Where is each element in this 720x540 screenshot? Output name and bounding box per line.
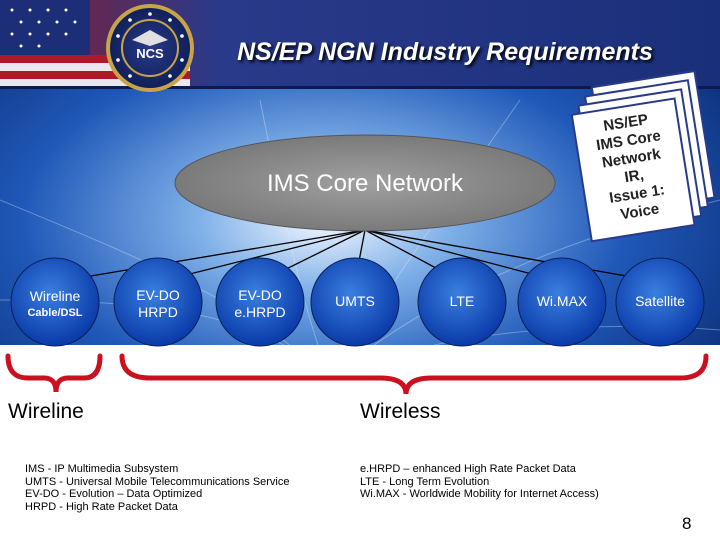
ncs-seal: NCS [106,4,194,92]
node-label-wimax: Wi.MAX [536,293,588,309]
wireless-brace [119,353,709,395]
glossary-item: EV-DO - Evolution – Data Optimized [25,488,203,500]
node-label-line2: HRPD [138,304,178,320]
glossary-item: HRPD - High Rate Packet Data [25,500,178,513]
node-label-line1: EV-DO [238,287,282,303]
document-stack: NS/EP IMS Core Network IR, Issue 1: Voic… [570,69,716,243]
doc-line-6: Voice [619,200,660,223]
node-umts [310,257,400,347]
doc-line-1: NS/EP [602,111,649,135]
node-label-evdo-hrpd: EV-DO HRPD [114,287,202,321]
node-label-line1: EV-DO [136,287,180,303]
node-label-satellite: Satellite [635,293,685,309]
ims-core-label: IMS Core Network [266,170,464,197]
node-evdo-hrpd [113,257,203,347]
node-label-evdo-ehrpd: EV-DO e.HRPD [216,287,304,321]
node-label-line1: Wireline [29,288,81,304]
node-label-lte: LTE [449,293,475,309]
node-label-umts: UMTS [335,293,375,309]
wireline-brace [5,353,103,393]
glossary-item: e.HRPD – enhanced High Rate Packet Data [360,463,576,475]
glossary-right: e.HRPD – enhanced High Rate Packet Data … [360,463,599,501]
page-number: 8 [682,514,692,533]
node-evdo-ehrpd [215,257,305,347]
slide-title: NS/EP NGN Industry Requirements [237,38,653,66]
node-label-line2: e.HRPD [234,304,286,320]
glossary-item: IMS - IP Multimedia Subsystem [25,463,179,475]
flag-stripes [0,0,190,88]
ims-core-ellipse [174,134,556,232]
node-label-line2: Cable/DSL [27,307,83,319]
access-nodes [10,257,705,347]
group-label-wireline: Wireline [8,400,84,423]
node-wimax [517,257,607,347]
node-lte [417,257,507,347]
node-label-wireline: Wireline Cable/DSL [11,288,99,322]
glossary-item: LTE - Long Term Evolution [360,475,490,488]
doc-line-4: IR, [623,166,645,186]
node-wireline [10,257,100,347]
glossary-item: Wi.MAX - Worldwide Mobility for Internet… [360,488,599,500]
group-label-wireless: Wireless [360,400,441,423]
glossary-item: UMTS - Universal Mobile Telecommunicatio… [25,475,290,488]
node-satellite [615,257,705,347]
header-rule [0,86,720,89]
glossary-left: IMS - IP Multimedia Subsystem UMTS - Uni… [25,463,290,513]
seal-text: NCS [136,46,164,61]
